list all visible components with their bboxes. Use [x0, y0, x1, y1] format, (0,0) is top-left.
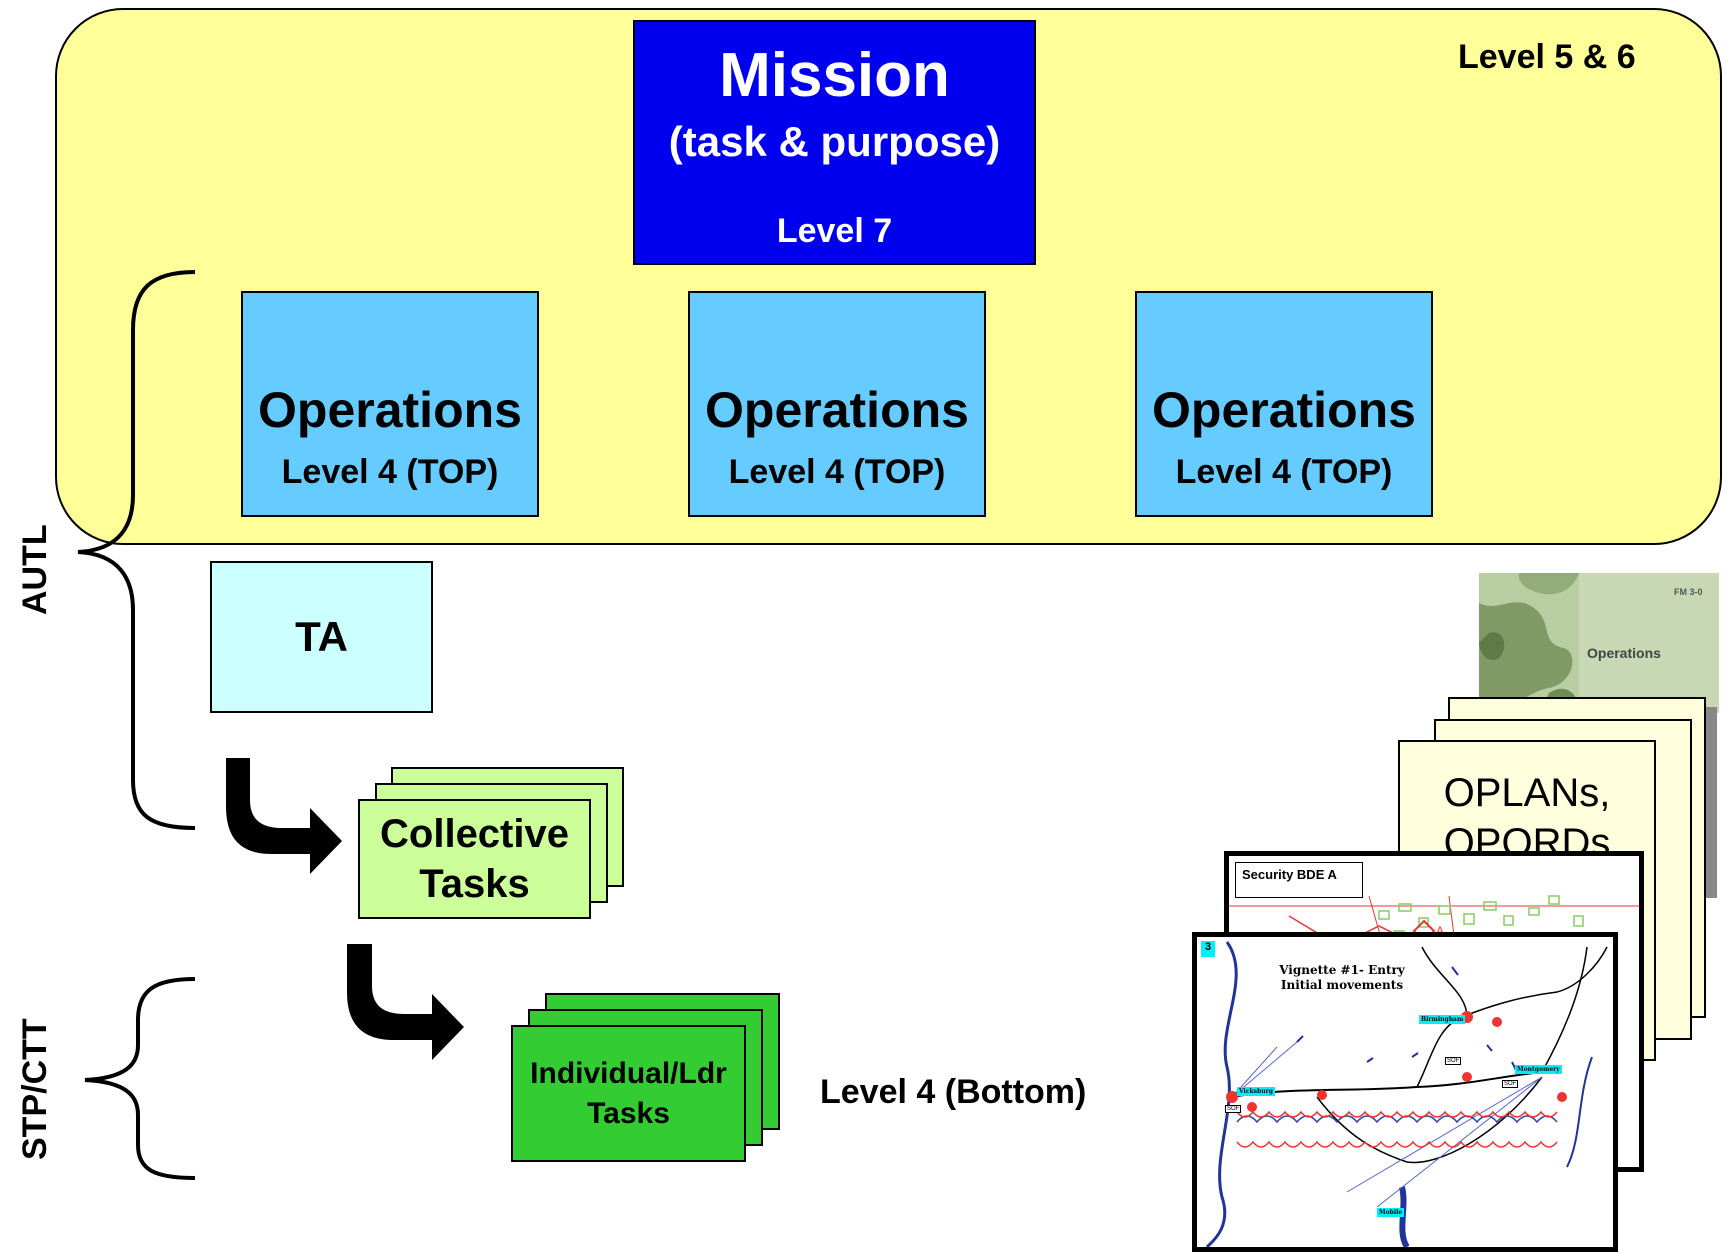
fm-title: Operations: [1587, 645, 1661, 661]
operations-title: Operations: [705, 382, 969, 438]
curved-arrow-2: [347, 944, 464, 1060]
city-label: Mobile: [1377, 1208, 1405, 1217]
vignette-map: [1205, 941, 1608, 1247]
operations-level: Level 4 (TOP): [728, 453, 946, 491]
operations-title: Operations: [1152, 382, 1416, 438]
sof-label: SOF: [1445, 1057, 1462, 1065]
security-bde-label: Security BDE A: [1235, 862, 1363, 898]
curved-arrow-1: [226, 758, 342, 874]
operations-box-1: Operations Level 4 (TOP): [241, 291, 539, 517]
city-label: Birmingham: [1419, 1015, 1466, 1024]
ta-box: TA: [210, 561, 433, 713]
sof-label: SOF: [1225, 1105, 1242, 1113]
operations-title: Operations: [258, 382, 522, 438]
city-label: Vicksburg: [1237, 1087, 1275, 1096]
map-marker: A: [1436, 924, 1445, 938]
level-5-6-label: Level 5 & 6: [1458, 38, 1636, 76]
camouflage-pattern: [1479, 573, 1719, 713]
operations-level: Level 4 (TOP): [281, 453, 499, 491]
level-4-bottom-label: Level 4 (Bottom): [820, 1073, 1087, 1111]
city-label: Montgomery: [1515, 1065, 1562, 1074]
autl-brace: [77, 270, 196, 830]
mission-title: Mission: [719, 41, 950, 110]
slide-number: 3: [1201, 941, 1215, 957]
mission-box: Mission (task & purpose) Level 7: [633, 20, 1036, 265]
operations-level: Level 4 (TOP): [1175, 453, 1393, 491]
mission-subtitle: (task & purpose): [668, 118, 1001, 165]
autl-label: AUTL: [16, 524, 54, 615]
stp-ctt-label: STP/CTT: [16, 1018, 54, 1160]
sof-label: SOF: [1502, 1080, 1519, 1088]
operations-box-3: Operations Level 4 (TOP): [1135, 291, 1433, 517]
fm-code: FM 3-0: [1674, 587, 1703, 597]
mission-level: Level 7: [776, 212, 893, 250]
stp-brace: [84, 977, 196, 1180]
fm-operations-cover: FM 3-0 Operations: [1479, 573, 1719, 713]
operations-box-2: Operations Level 4 (TOP): [688, 291, 986, 517]
